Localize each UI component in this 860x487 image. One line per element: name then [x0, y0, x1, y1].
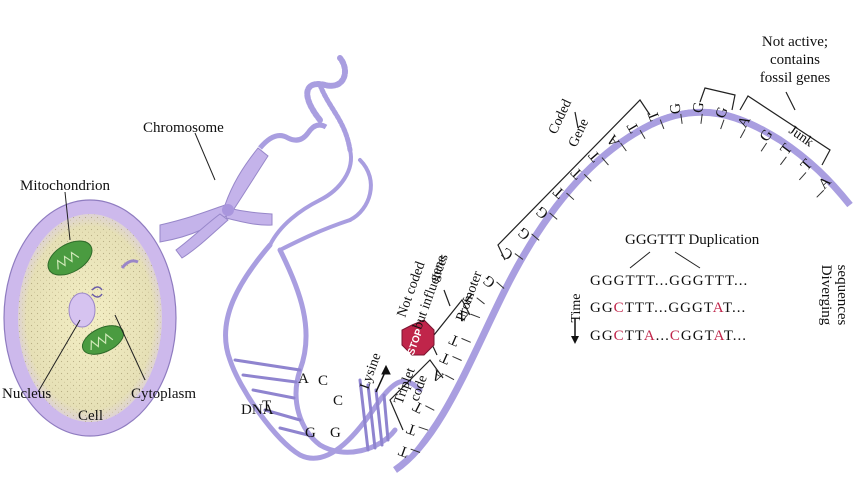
strand-base: T: [447, 331, 462, 349]
strand-tick: [700, 113, 703, 124]
strand-base: A: [429, 366, 446, 385]
dna-helix: [223, 242, 423, 461]
strand-tick: [816, 189, 825, 198]
mitochondrion-label: Mitochondrion: [20, 178, 110, 194]
mutated-base: A: [713, 300, 724, 316]
strand-tick: [476, 297, 485, 305]
helix-base: G: [305, 425, 316, 441]
helix-base: G: [330, 425, 341, 441]
mutated-base: C: [670, 328, 681, 344]
helix-base: C: [333, 393, 343, 409]
strand-tick: [452, 355, 462, 361]
mitochondrion-shape-2: [81, 325, 125, 355]
promoter-label: Promoter: [454, 269, 486, 323]
not-active-label: Not active;: [762, 34, 828, 50]
strand-base: G: [713, 105, 732, 121]
strand-base: T: [405, 420, 419, 438]
nucleus-label: Nucleus: [2, 386, 51, 402]
strand-tick: [531, 233, 540, 241]
mutated-base: A: [644, 328, 656, 344]
strand-tick: [780, 156, 787, 166]
leader-lines: [37, 132, 216, 393]
duplication-row: GGGTTT...GGGTTT...: [590, 273, 748, 289]
strand-tick: [549, 212, 558, 220]
lysine-arrow-icon: [375, 364, 391, 393]
not-active-label-2: contains: [770, 52, 820, 68]
strand-base: G: [690, 101, 707, 114]
strand-tick: [720, 119, 725, 130]
mutated-base: A: [714, 328, 725, 344]
strand-tick: [639, 129, 646, 140]
dna-label: DNA: [241, 402, 274, 418]
strand-ticks: [410, 113, 825, 453]
coiled-dna: [268, 55, 373, 252]
helix-base: A: [298, 371, 309, 387]
strand-tick: [445, 374, 455, 381]
duplication-label: GGGTTT Duplication: [625, 232, 760, 248]
strand-base: G: [667, 102, 684, 115]
chromosome-shape: [159, 122, 328, 259]
strand-tick: [418, 426, 429, 431]
strand-tick: [760, 142, 768, 152]
strand-tick: [739, 129, 746, 139]
strand-tick: [566, 192, 575, 201]
mutated-base: C: [614, 328, 625, 344]
strand-tick: [514, 253, 524, 260]
gene-label: Gene: [566, 117, 592, 150]
strand-tick: [583, 173, 592, 182]
helix-base: T: [262, 398, 271, 414]
cytoplasm-label: Cytoplasm: [131, 386, 196, 402]
strand-tick: [798, 172, 807, 181]
strand-tick: [425, 405, 435, 411]
duplication-row: GGCTTA...CGGTAT...: [590, 328, 747, 344]
time-label: Time: [569, 293, 584, 322]
mutated-base: C: [614, 300, 625, 316]
sequences-label: sequences: [834, 265, 850, 326]
dna-strand: [393, 106, 856, 473]
strand-tick: [470, 313, 481, 319]
chromosome-label: Chromosome: [143, 120, 224, 136]
strand-tick: [461, 337, 471, 343]
coded-label: Coded: [546, 97, 575, 136]
strand-tick: [680, 113, 683, 124]
lysine-label: Lysine: [358, 351, 385, 391]
duplication-row: GGCTTT...GGGTAT...: [590, 300, 746, 316]
strand-base: A: [816, 174, 835, 193]
cell-label: Cell: [78, 408, 103, 424]
diverging-label: Diverging: [818, 265, 834, 326]
labels: Chromosome Mitochondrion Nucleus Cytopla…: [2, 34, 850, 424]
strand-tick: [620, 142, 627, 152]
helix-base-letters: A C T G C G: [262, 371, 343, 441]
time-arrow-icon: [571, 318, 579, 344]
strand-base: T: [798, 157, 816, 175]
strand-tick: [496, 281, 505, 289]
stop-sign-icon: STOP: [401, 319, 435, 357]
mitochondrion-shape: [47, 240, 93, 276]
strand-tick: [601, 157, 609, 166]
not-active-label-3: fossil genes: [760, 70, 831, 86]
region-brackets: [389, 87, 831, 431]
strand-tick: [659, 119, 665, 130]
helix-base: C: [318, 373, 328, 389]
strand-tick: [410, 448, 421, 453]
duplication-sequences: GGGTTT...GGGTTT... GGCTTT...GGGTAT... GGCT…: [590, 273, 748, 344]
strand-base: T: [438, 348, 453, 366]
